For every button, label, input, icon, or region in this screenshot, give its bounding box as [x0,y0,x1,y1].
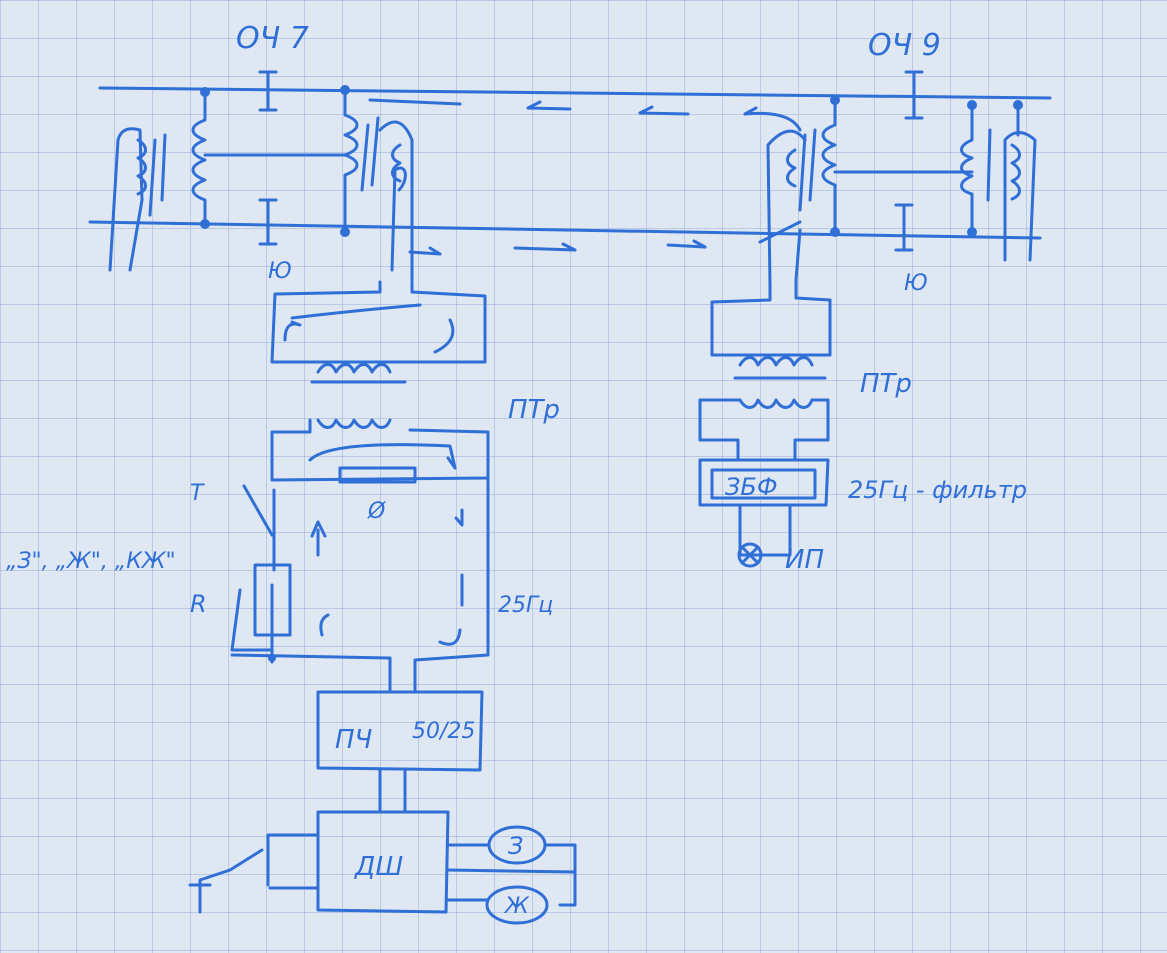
track-transformer-label-right: ПТр [860,369,912,399]
track-transformer-right [698,278,832,462]
current-arrows-lower [408,220,802,256]
filter-note: 25Гц - фильтр [848,476,1027,504]
resistor-label: R [190,590,207,618]
decoder-box [188,810,577,925]
yellow-light-label: Ж [503,894,530,919]
signal-label-right: ОЧ 9 [868,28,941,63]
choke-transmitter-left [340,85,414,282]
current-arrows-upper [368,98,802,132]
choke-left [108,87,347,272]
upper-rail [98,86,1052,100]
joint-label-left: Ю [268,259,292,284]
filter-box [698,458,830,507]
track-transformer-label-left: ПТр [508,395,560,425]
insulated-joint-upper-right [904,70,924,120]
green-light-label: З [508,832,523,860]
limiter-label: Ø [367,499,386,524]
filter-box-label: ЗБФ [725,473,778,501]
transmitter-contact-label: Т [190,481,205,506]
decoder-label: ДШ [354,852,403,882]
frequency-label: 25Гц [498,593,553,618]
choke-right [960,100,1037,262]
insulated-joint-lower-left [258,198,278,246]
signal-label-left: ОЧ 7 [236,21,309,56]
converter-decoder-wires [378,768,407,814]
transmitter-circuit-left [230,418,490,692]
joint-label-right: Ю [904,271,928,296]
converter-ratio: 50/25 [412,719,475,744]
codes-label: „З", „Ж", „КЖ" [6,549,176,574]
insulated-joint-upper-left [258,70,278,112]
lower-rail [88,220,1042,240]
choke-receiver-right [766,95,974,287]
relay-label: ИП [785,545,824,575]
frequency-converter [316,690,484,772]
track-relay [737,503,792,568]
converter-label: ПЧ [335,725,373,755]
insulated-joint-lower-right [894,203,914,252]
track-transformer-left [270,280,487,429]
